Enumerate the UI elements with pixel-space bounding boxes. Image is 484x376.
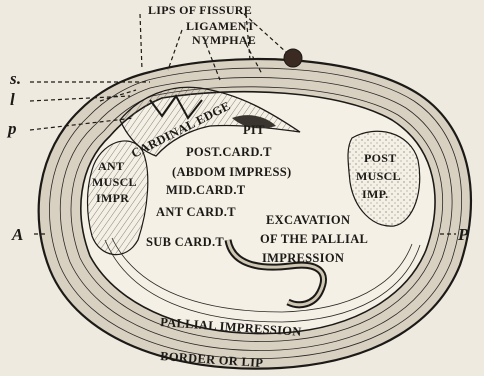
label-ant: ANT [98,159,124,173]
label-post: POST [364,151,397,165]
label-sub-card-t: SUB CARD.T [146,235,224,249]
label-ligament: LIGAMENT [186,19,255,33]
label-lips-of-fissure: LIPS OF FISSURE [148,3,252,17]
label-a: A [11,225,24,244]
ligament-nub [284,49,302,67]
label-impr: IMPR [96,191,129,205]
label-nymphae: NYMPHAE [192,33,256,47]
label-abdom-impress: (ABDOM IMPRESS) [172,165,291,179]
label-muscl-left: MUSCL [92,175,137,189]
label-ant-card-t: ANT CARD.T [156,205,236,219]
label-p: p [6,119,17,138]
label-impression: IMPRESSION [262,251,344,265]
label-l: l [10,90,15,109]
label-post-card-t: POST.CARD.T [186,145,272,159]
label-excavation: EXCAVATION [266,213,350,227]
label-mid-card-t: MID.CARD.T [166,183,246,197]
leader-lips [140,14,142,70]
label-s: s. [9,69,21,88]
leader-ligament [168,30,182,70]
label-p-right: P [457,225,469,244]
label-imp: IMP. [362,187,388,201]
label-pit: PIT [243,123,265,137]
label-of-the-pallial: OF THE PALLIAL [260,232,368,246]
label-muscl-right: MUSCL [356,169,401,183]
